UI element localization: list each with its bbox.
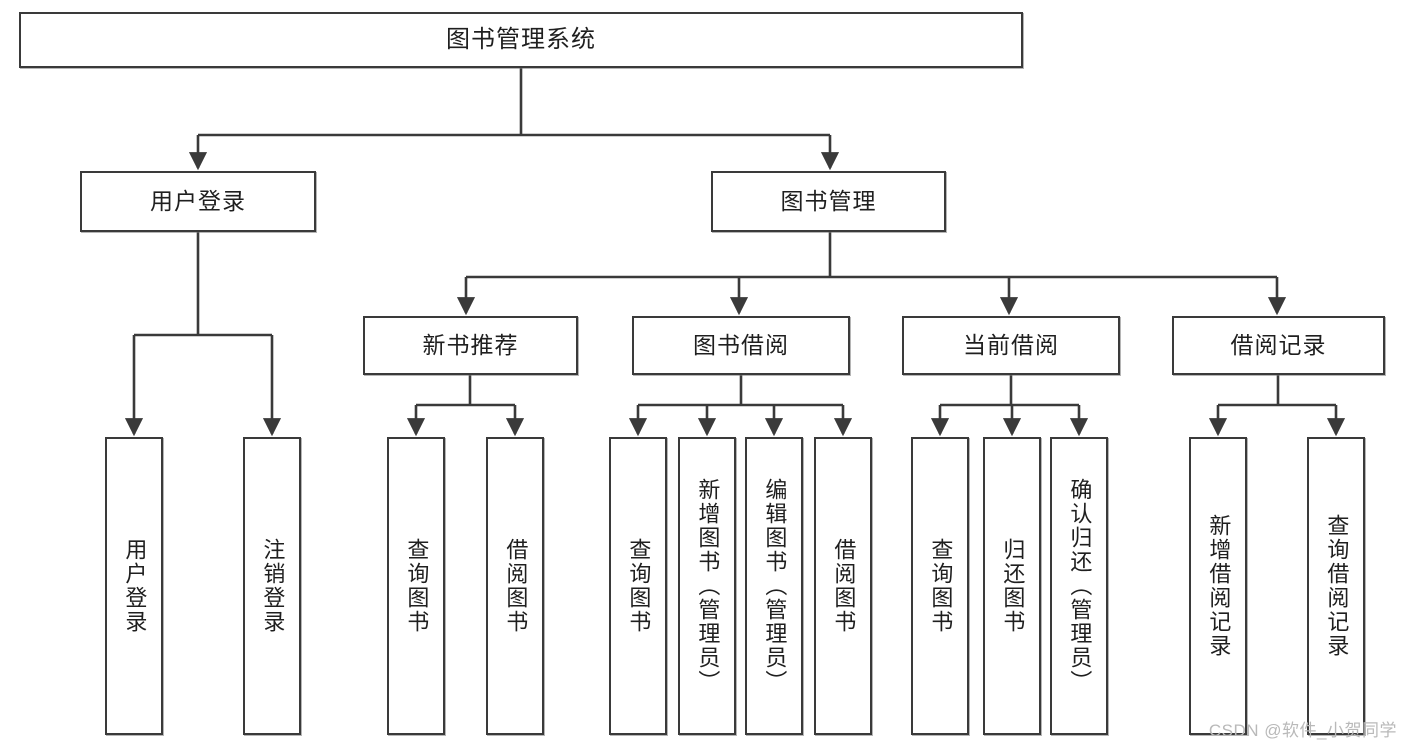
node-leaf-borrow-book-1[interactable]: 借阅图书 bbox=[486, 437, 544, 735]
node-label: 借阅图书 bbox=[831, 538, 857, 634]
node-book-borrow[interactable]: 图书借阅 bbox=[632, 316, 850, 375]
node-label: 新增图书（管理员） bbox=[695, 478, 721, 694]
node-label: 图书管理 bbox=[780, 187, 877, 214]
node-leaf-user-login[interactable]: 用户登录 bbox=[105, 437, 163, 735]
node-label: 确认归还（管理员） bbox=[1067, 478, 1093, 694]
node-leaf-logout[interactable]: 注销登录 bbox=[243, 437, 301, 735]
node-label: 当前借阅 bbox=[963, 331, 1059, 358]
node-label: 查询图书 bbox=[626, 538, 652, 634]
node-leaf-borrow-book-2[interactable]: 借阅图书 bbox=[814, 437, 872, 735]
node-label: 借阅图书 bbox=[503, 538, 529, 634]
node-label: 查询图书 bbox=[928, 538, 954, 634]
node-label: 注销登录 bbox=[260, 538, 286, 634]
watermark-text: CSDN @软件_小贺同学 bbox=[1208, 721, 1397, 740]
node-leaf-query-book-3[interactable]: 查询图书 bbox=[911, 437, 969, 735]
node-borrow-record[interactable]: 借阅记录 bbox=[1172, 316, 1385, 375]
node-leaf-query-book-2[interactable]: 查询图书 bbox=[609, 437, 667, 735]
node-user-login[interactable]: 用户登录 bbox=[80, 171, 316, 232]
node-leaf-confirm-return[interactable]: 确认归还（管理员） bbox=[1050, 437, 1108, 735]
node-new-book-recommend[interactable]: 新书推荐 bbox=[363, 316, 578, 375]
node-leaf-query-book-1[interactable]: 查询图书 bbox=[387, 437, 445, 735]
node-label: 新书推荐 bbox=[422, 331, 519, 358]
node-label: 查询借阅记录 bbox=[1324, 514, 1350, 658]
node-root-system[interactable]: 图书管理系统 bbox=[19, 12, 1023, 68]
node-leaf-return-book[interactable]: 归还图书 bbox=[983, 437, 1041, 735]
node-label: 查询图书 bbox=[404, 538, 430, 634]
node-book-manage[interactable]: 图书管理 bbox=[711, 171, 946, 232]
node-leaf-query-record[interactable]: 查询借阅记录 bbox=[1307, 437, 1365, 735]
node-leaf-add-book[interactable]: 新增图书（管理员） bbox=[678, 437, 736, 735]
node-current-borrow[interactable]: 当前借阅 bbox=[902, 316, 1120, 375]
node-label: 新增借阅记录 bbox=[1206, 514, 1232, 658]
node-label: 用户登录 bbox=[150, 187, 246, 214]
node-leaf-edit-book[interactable]: 编辑图书（管理员） bbox=[745, 437, 803, 735]
node-label: 借阅记录 bbox=[1230, 331, 1327, 358]
node-label: 归还图书 bbox=[1000, 538, 1026, 634]
node-label: 图书借阅 bbox=[693, 331, 789, 358]
node-leaf-add-record[interactable]: 新增借阅记录 bbox=[1189, 437, 1247, 735]
node-label: 图书管理系统 bbox=[446, 25, 596, 53]
node-label: 编辑图书（管理员） bbox=[762, 478, 788, 694]
node-label: 用户登录 bbox=[122, 538, 148, 634]
